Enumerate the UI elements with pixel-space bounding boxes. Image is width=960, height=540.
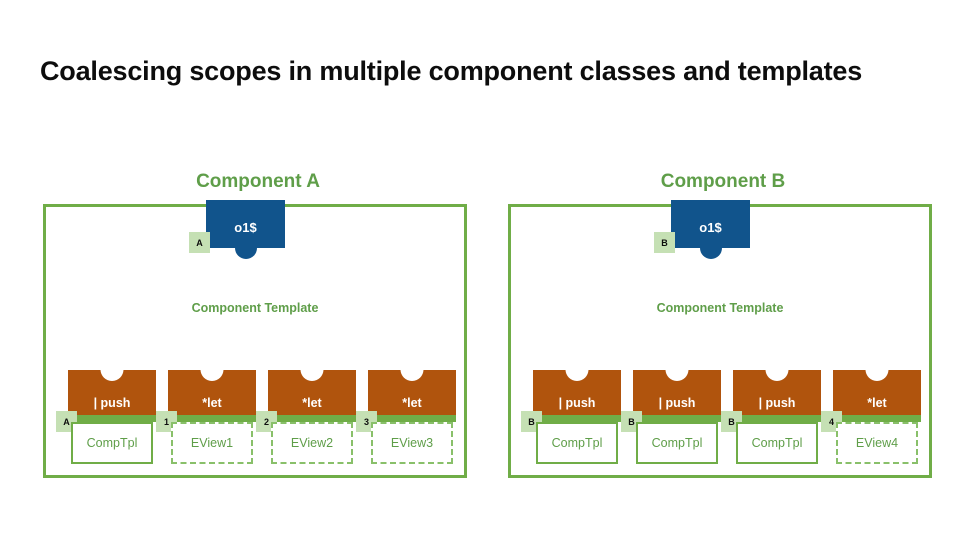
component-a-template-label: Component Template [191, 301, 319, 315]
directive-head-label: *let [302, 396, 322, 410]
directive-bar [368, 415, 456, 422]
directive-card[interactable]: *let 3 EView3 [356, 370, 456, 464]
observable-connector-nub-icon [235, 248, 257, 259]
observable-label: o1$ [699, 219, 722, 235]
observable-node-b[interactable]: o1$ B [654, 200, 750, 259]
component-b-template-label: Component Template [656, 301, 784, 315]
directive-card[interactable]: *let 4 EView4 [821, 370, 921, 464]
socket-notch-icon [565, 370, 589, 381]
directive-head-label: *let [867, 396, 887, 410]
socket-notch-icon [400, 370, 424, 381]
view-box[interactable]: EView1 [171, 422, 253, 464]
directive-head-label: | push [658, 396, 696, 410]
directive-head: | push [733, 370, 821, 415]
directive-card[interactable]: | push B CompTpl [621, 370, 721, 464]
component-b-title: Component B [660, 171, 786, 192]
directive-head: *let [168, 370, 256, 415]
directive-head-label: | push [558, 396, 596, 410]
component-a-title: Component A [196, 171, 320, 192]
directive-head: *let [268, 370, 356, 415]
directive-bar [533, 415, 621, 422]
directive-card[interactable]: | push A CompTpl [56, 370, 156, 464]
view-box[interactable]: CompTpl [736, 422, 818, 464]
directive-head-label: *let [202, 396, 222, 410]
directive-head: | push [68, 370, 156, 415]
view-box[interactable]: CompTpl [636, 422, 718, 464]
directive-bar [268, 415, 356, 422]
directive-card[interactable]: *let 2 EView2 [256, 370, 356, 464]
observable-box [206, 200, 285, 248]
directive-bar [833, 415, 921, 422]
view-box[interactable]: EView4 [836, 422, 918, 464]
socket-notch-icon [200, 370, 224, 381]
page-title: Coalescing scopes in multiple component … [40, 56, 863, 86]
observable-scope-badge: B [654, 232, 675, 253]
directive-card[interactable]: | push B CompTpl [521, 370, 621, 464]
directive-bar [168, 415, 256, 422]
socket-notch-icon [665, 370, 689, 381]
socket-notch-icon [765, 370, 789, 381]
directive-head-label: *let [402, 396, 422, 410]
observable-connector-nub-icon [700, 248, 722, 259]
view-box[interactable]: CompTpl [536, 422, 618, 464]
directive-head: | push [533, 370, 621, 415]
directive-card[interactable]: | push B CompTpl [721, 370, 821, 464]
socket-notch-icon [100, 370, 124, 381]
component-panel-a: Component A Component Template o1$ A | p… [43, 171, 467, 478]
observable-node-a[interactable]: o1$ A [189, 200, 285, 259]
socket-notch-icon [300, 370, 324, 381]
directive-bar [68, 415, 156, 422]
view-box[interactable]: CompTpl [71, 422, 153, 464]
observable-label: o1$ [234, 219, 257, 235]
view-box[interactable]: EView2 [271, 422, 353, 464]
directive-head-label: | push [758, 396, 796, 410]
directive-bar [633, 415, 721, 422]
socket-notch-icon [865, 370, 889, 381]
directive-bar [733, 415, 821, 422]
component-panel-b: Component B Component Template o1$ B | p… [508, 171, 932, 478]
directive-head: | push [633, 370, 721, 415]
observable-box [671, 200, 750, 248]
directive-head: *let [833, 370, 921, 415]
directive-head-label: | push [93, 396, 131, 410]
directive-card[interactable]: *let 1 EView1 [156, 370, 256, 464]
view-box[interactable]: EView3 [371, 422, 453, 464]
directive-head: *let [368, 370, 456, 415]
observable-scope-badge: A [189, 232, 210, 253]
